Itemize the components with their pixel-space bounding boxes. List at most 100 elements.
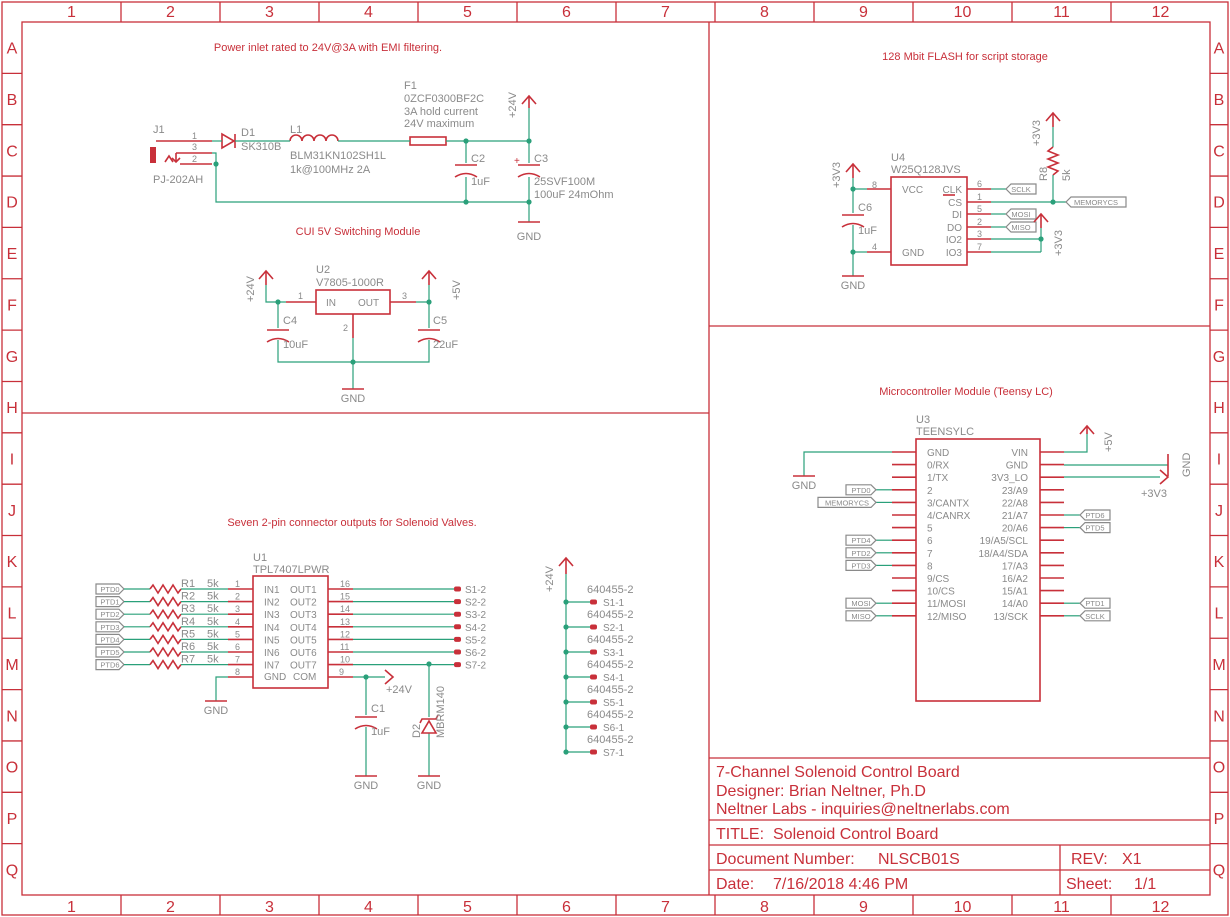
u3-left-pin-name: 2 bbox=[927, 486, 933, 497]
u2-5v-label: +5V bbox=[451, 279, 463, 300]
tb-sheet: 1/1 bbox=[1134, 876, 1156, 893]
u3-left-pins: GND0/RX1/TX2PTD03/CANTXMEMORYCS4/CANRX56… bbox=[817, 448, 971, 623]
row-marker-right: F bbox=[1214, 297, 1224, 314]
net-u3-right: SCLK bbox=[1079, 610, 1111, 622]
tb-rev: X1 bbox=[1122, 851, 1142, 868]
j1-pin-2: 2 bbox=[192, 154, 197, 164]
u3-3v3-label: +3V3 bbox=[1141, 488, 1167, 500]
connector-net: S7-1 bbox=[603, 748, 625, 759]
net-driver-input-text: PTD3 bbox=[100, 623, 119, 632]
u4-pin-name: DI bbox=[952, 210, 962, 221]
c3-part: 25SVF100M bbox=[534, 176, 595, 188]
net-driver-input-shape bbox=[95, 608, 125, 620]
r8-resistor-symbol bbox=[1045, 146, 1061, 176]
c4-ref: C4 bbox=[283, 315, 297, 327]
net-driver-input-text: PTD2 bbox=[100, 610, 119, 619]
u1-pin-gnd: GND bbox=[264, 672, 286, 683]
u3-part: TEENSYLC bbox=[916, 426, 974, 438]
driver-resistor-ref: R7 bbox=[181, 654, 195, 666]
u4-3v3-label: +3V3 bbox=[831, 162, 843, 188]
col-marker-top: 1 bbox=[67, 4, 76, 21]
row-marker-right: I bbox=[1217, 452, 1221, 469]
col-marker-top: 10 bbox=[954, 4, 972, 21]
net-u3-left-text: PTD2 bbox=[851, 549, 870, 558]
driver-out-net: S6-2 bbox=[465, 648, 487, 659]
net-driver-input-shape bbox=[95, 633, 125, 646]
tb-board-name: 7-Channel Solenoid Control Board bbox=[716, 764, 960, 781]
driver-out-pin-name: OUT7 bbox=[290, 661, 317, 672]
driver-in-pin-name: IN5 bbox=[264, 635, 280, 646]
c2-value: 1uF bbox=[471, 176, 490, 188]
net-u3-right-text: PTD1 bbox=[1085, 599, 1104, 608]
driver-in-pin-num: 2 bbox=[235, 592, 240, 602]
u3-left-pin-name: 9/CS bbox=[927, 574, 950, 585]
u4-pin-num: 1 bbox=[977, 192, 982, 202]
net-u3-left: PTD4 bbox=[845, 534, 877, 546]
u4-right-pins: CLK6CS1DI5DO2IO23IO37SCLKMEMORYCSMOSIMIS… bbox=[943, 179, 1127, 259]
power-inlet-section: J1 PJ-202AH 1 3 2 D1 SK310B L1 BLM31KN10… bbox=[150, 80, 613, 243]
connector-part: 640455-2 bbox=[587, 584, 634, 596]
supply-3v3-symbol-u3 bbox=[1159, 469, 1170, 485]
svg-text:2: 2 bbox=[343, 323, 348, 333]
net-mosi-u4-text: MOSI bbox=[1011, 210, 1030, 219]
net-driver-input: PTD2 bbox=[95, 608, 125, 620]
driver-resistor-ref: R3 bbox=[181, 603, 195, 615]
net-u3-left-text: MEMORYCS bbox=[825, 498, 869, 507]
u4-flash-body bbox=[890, 176, 968, 266]
c1-gnd-label: GND bbox=[354, 780, 379, 792]
conn-24v-label: +24V bbox=[544, 565, 556, 592]
u3-left-pin-name: 3/CANTX bbox=[927, 498, 970, 509]
connector-part: 640455-2 bbox=[587, 609, 634, 621]
net-u3-right: PTD6 bbox=[1079, 509, 1111, 521]
row-marker-left: N bbox=[6, 708, 18, 725]
net-driver-input-text: PTD6 bbox=[100, 661, 119, 670]
j1-part: PJ-202AH bbox=[153, 174, 203, 186]
tb-company: Neltner Labs - inquiries@neltnerlabs.com bbox=[716, 801, 1010, 818]
driver-in-pin-num: 5 bbox=[235, 629, 240, 639]
u1-gnd-label: GND bbox=[204, 705, 229, 717]
connector-pad bbox=[590, 599, 597, 605]
row-marker-left: O bbox=[6, 760, 18, 777]
col-marker-bottom: 12 bbox=[1152, 899, 1170, 916]
l1-inductor-symbol bbox=[289, 134, 339, 142]
col-marker-top: 11 bbox=[1053, 4, 1070, 21]
driver-resistor-value: 5k bbox=[207, 591, 219, 603]
u3-left-pin-name: 7 bbox=[927, 549, 933, 560]
u4-pin-num: 7 bbox=[977, 242, 982, 252]
net-u3-right-shape bbox=[1079, 509, 1111, 521]
net-u3-right-shape bbox=[1079, 597, 1111, 609]
driver-out-net: S5-2 bbox=[465, 635, 487, 646]
u3-right-pin-name: 13/SCK bbox=[994, 612, 1029, 623]
row-marker-left: A bbox=[7, 41, 18, 58]
u4-pin-name: CS bbox=[948, 198, 962, 209]
net-u3-left: PTD0 bbox=[845, 484, 877, 496]
col-marker-top: 2 bbox=[166, 4, 175, 21]
driver-out-net: S3-2 bbox=[465, 610, 487, 621]
l1-part: BLM31KN102SH1L bbox=[290, 150, 386, 162]
u1-pin-com: COM bbox=[293, 672, 316, 683]
net-u3-left: PTD2 bbox=[845, 547, 877, 559]
note-flash: 128 Mbit FLASH for script storage bbox=[882, 51, 1048, 63]
net-u3-left-text: PTD3 bbox=[851, 561, 870, 570]
row-marker-left: K bbox=[7, 554, 18, 571]
col-marker-bottom: 8 bbox=[760, 899, 769, 916]
driver-in-pin-num: 6 bbox=[235, 642, 240, 652]
u3-ref: U3 bbox=[916, 414, 930, 426]
row-marker-right: O bbox=[1213, 760, 1225, 777]
col-marker-top: 4 bbox=[364, 4, 373, 21]
u3-right-pin-name: 20/A6 bbox=[1002, 524, 1029, 535]
tb-title: Solenoid Control Board bbox=[773, 826, 938, 843]
row-marker-left: C bbox=[6, 143, 18, 160]
net-u3-left: MISO bbox=[845, 610, 877, 622]
col-marker-top: 9 bbox=[859, 4, 868, 21]
d1-part: SK310B bbox=[241, 141, 281, 153]
net-miso-u4-text: MISO bbox=[1011, 223, 1030, 232]
note-power: Power inlet rated to 24V@3A with EMI fil… bbox=[214, 42, 442, 54]
net-driver-input: PTD4 bbox=[95, 633, 125, 646]
driver-in-pin-num: 7 bbox=[235, 655, 240, 665]
c5-ref: C5 bbox=[433, 315, 447, 327]
connector-pad bbox=[590, 649, 597, 655]
row-marker-left: M bbox=[5, 657, 18, 674]
